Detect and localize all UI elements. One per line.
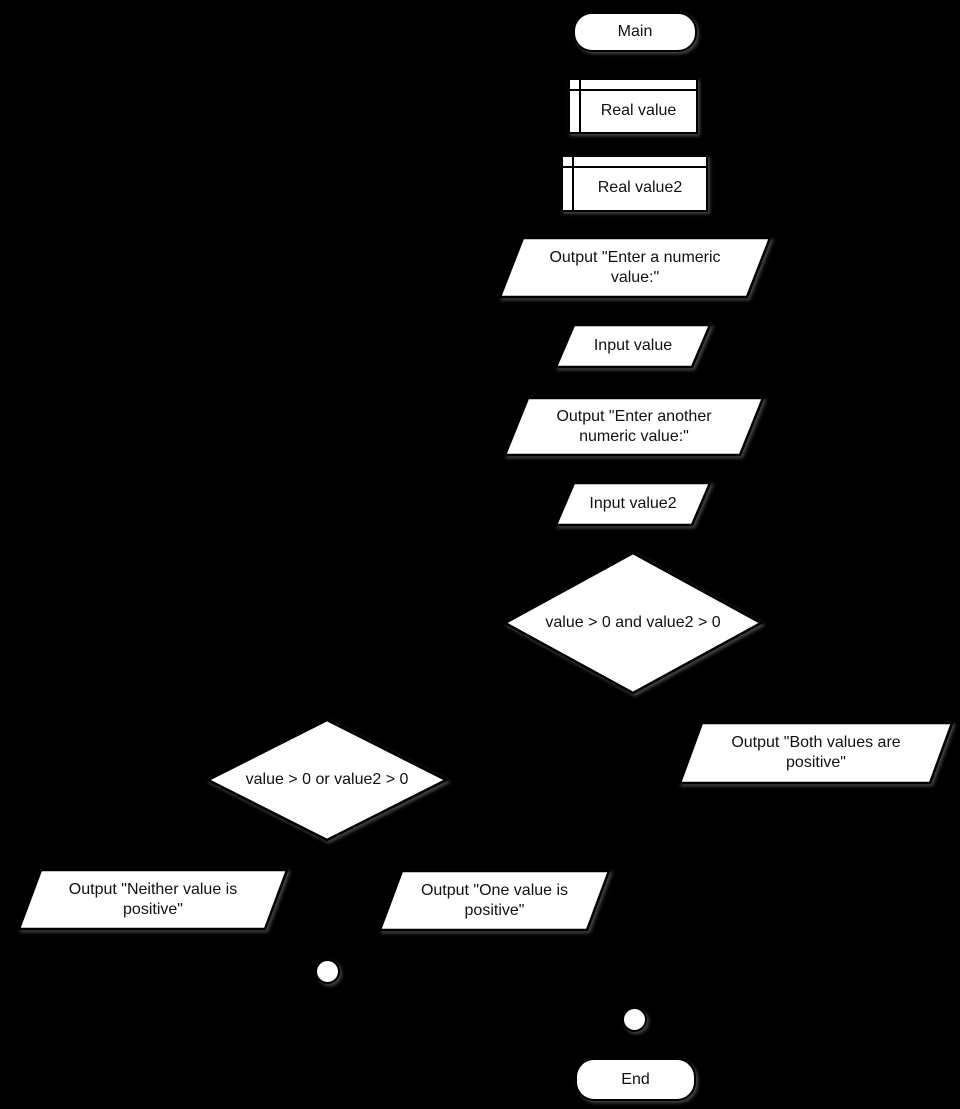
edge-neither-junction1: [152, 929, 313, 970]
flowchart-node-output-neither: Output "Neither value is positive": [17, 868, 289, 931]
node-label-decision-or: value > 0 or value2 > 0: [245, 771, 409, 788]
flowchart-node-decision-and: value > 0 and value2 > 0: [502, 551, 764, 695]
flowchart-node-output-both: Output "Both values are positive": [678, 721, 954, 785]
flowchart-node-declare-value2: Real value2: [561, 155, 708, 212]
node-label-declare-value2: Real value2: [597, 179, 683, 196]
node-label-output-neither: Output "Neither value is positive": [68, 880, 238, 918]
flowchart-node-end: End: [575, 1058, 696, 1101]
edge-decision1-false: [327, 622, 505, 718]
diamond-shape: [205, 718, 449, 842]
node-label-declare-value: Real value: [600, 101, 677, 119]
node-label-output-prompt2: Output "Enter another numeric value:": [556, 407, 712, 445]
node-label-output-both: Output "Both values are positive": [731, 734, 901, 771]
edge-one-junction1: [339, 930, 495, 970]
flowchart-node-input-value2: Input value2: [554, 481, 712, 527]
node-label-main: Main: [617, 23, 653, 40]
parallelogram-shape: [378, 869, 611, 932]
flowchart-node-decision-or: value > 0 or value2 > 0: [205, 718, 449, 842]
edge-both-junction2: [646, 783, 817, 1018]
edge-decision1-true: [761, 622, 816, 721]
diamond-shape: [502, 551, 764, 695]
edge-decision2-false: [153, 779, 208, 868]
node-label-input-value: Input value: [593, 337, 673, 354]
edge-decision2-true: [446, 779, 494, 869]
flowchart-node-output-one: Output "One value is positive": [378, 869, 611, 932]
node-label-input-value2: Input value2: [589, 495, 677, 512]
parallelogram-shape: [678, 721, 954, 785]
flowchart-node-start: Main: [573, 12, 697, 52]
parallelogram-shape: [17, 868, 289, 931]
parallelogram-shape: [498, 236, 772, 299]
merge-junction-outer: [622, 1007, 647, 1032]
flowchart-node-declare-value: Real value: [568, 78, 698, 134]
node-label-output-one: Output "One value is positive": [420, 881, 569, 919]
node-label-decision-and: value > 0 and value2 > 0: [545, 614, 721, 631]
node-label-output-prompt1: Output "Enter a numeric value:": [549, 248, 721, 286]
node-label-end: End: [621, 1070, 650, 1088]
flowchart-node-output-prompt2: Output "Enter another numeric value:": [503, 396, 765, 457]
parallelogram-shape: [554, 481, 712, 527]
edge-junction1-junction2: [325, 980, 620, 1018]
parallelogram-shape: [503, 396, 765, 457]
parallelogram-shape: [554, 323, 712, 369]
merge-junction-inner: [315, 959, 340, 984]
flowchart-node-output-prompt1: Output "Enter a numeric value:": [498, 236, 772, 299]
flowchart-node-input-value: Input value: [554, 323, 712, 369]
